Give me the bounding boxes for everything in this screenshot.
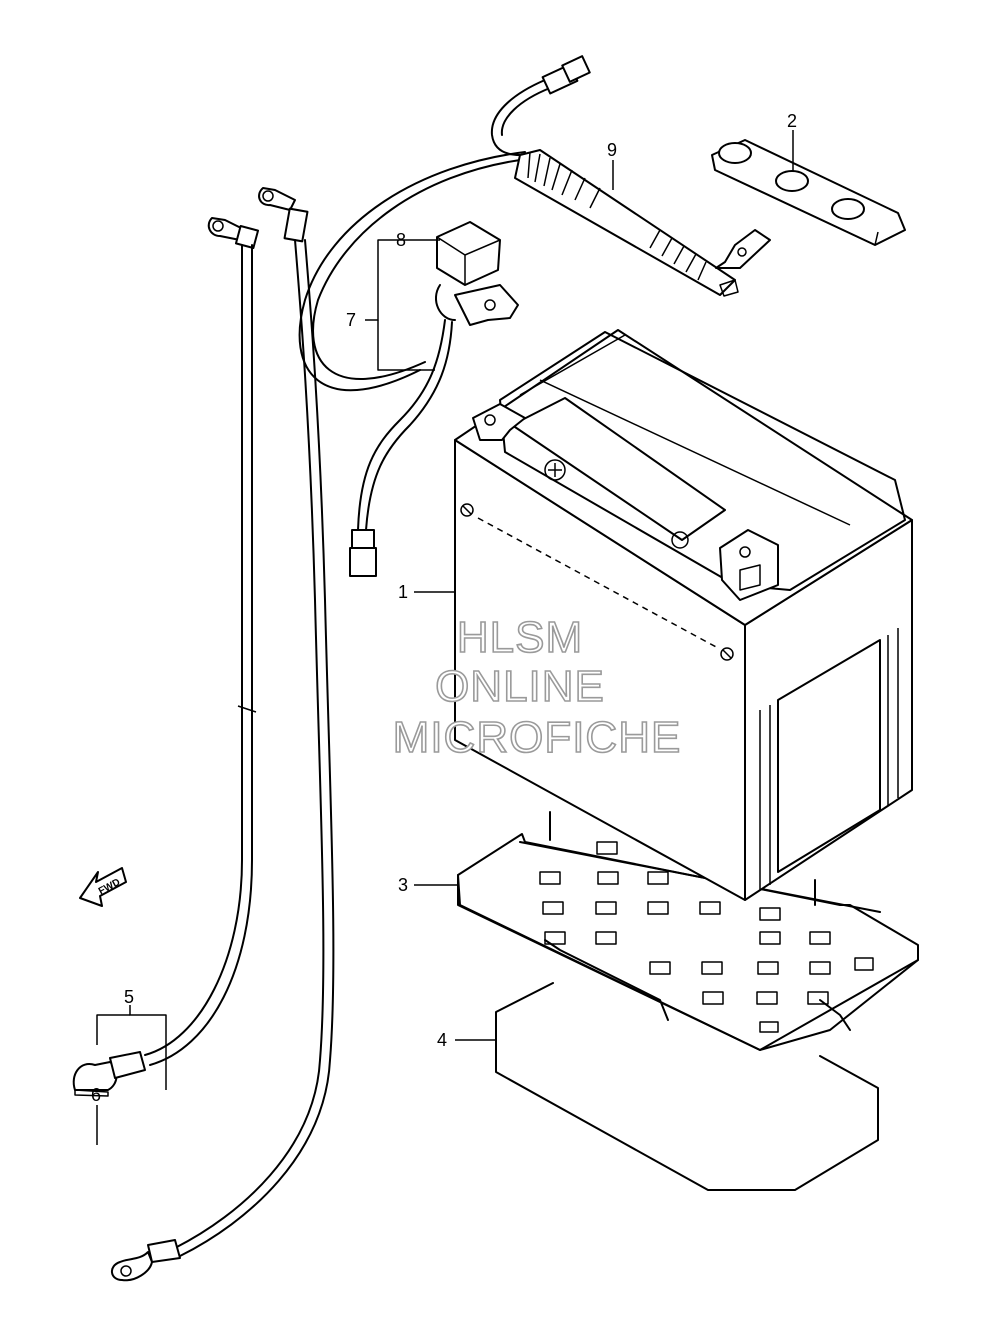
callout-3: 3 (398, 875, 408, 895)
callout-9: 9 (607, 140, 617, 160)
battery-pad (495, 982, 879, 1191)
callout-5: 5 (124, 987, 134, 1007)
callout-4: 4 (437, 1030, 447, 1050)
callout-numbers: 1 2 3 4 5 6 7 8 9 (91, 111, 797, 1105)
wiring-harness (298, 55, 771, 577)
callout-6: 6 (91, 1085, 101, 1105)
tray-slots (539, 841, 874, 1033)
battery (454, 329, 913, 901)
vent-cap (711, 139, 906, 246)
watermark-line-2: ONLINE (435, 662, 605, 711)
watermark: HLSM ONLINE MICROFICHE (392, 612, 682, 763)
battery-tray (457, 811, 919, 1051)
callout-leaders (96, 130, 794, 1145)
callout-2: 2 (787, 111, 797, 131)
battery-cables (72, 187, 335, 1282)
watermark-line-1: HLSM (457, 613, 583, 662)
watermark-line-3: MICROFICHE (393, 713, 682, 762)
callout-7: 7 (346, 310, 356, 330)
callout-1: 1 (398, 582, 408, 602)
fwd-arrow: FWD (79, 867, 127, 907)
callout-8: 8 (396, 230, 406, 250)
